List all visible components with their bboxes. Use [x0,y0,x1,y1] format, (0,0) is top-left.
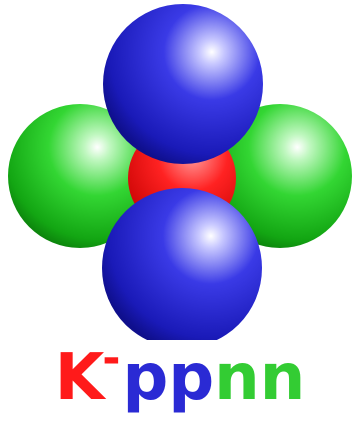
kaon-charge-superscript: - [102,333,121,384]
protons-symbol: pp [122,341,215,415]
kaon-symbol: K [54,341,105,415]
neutron-sphere-right [208,104,352,248]
particle-formula: K-ppnn [0,333,360,421]
proton-sphere-bottom [102,188,262,340]
proton-sphere-top [103,4,263,164]
neutrons-symbol: nn [214,341,306,415]
kppnn-cluster-diagram [8,4,352,340]
neutron-sphere-left [8,104,152,248]
